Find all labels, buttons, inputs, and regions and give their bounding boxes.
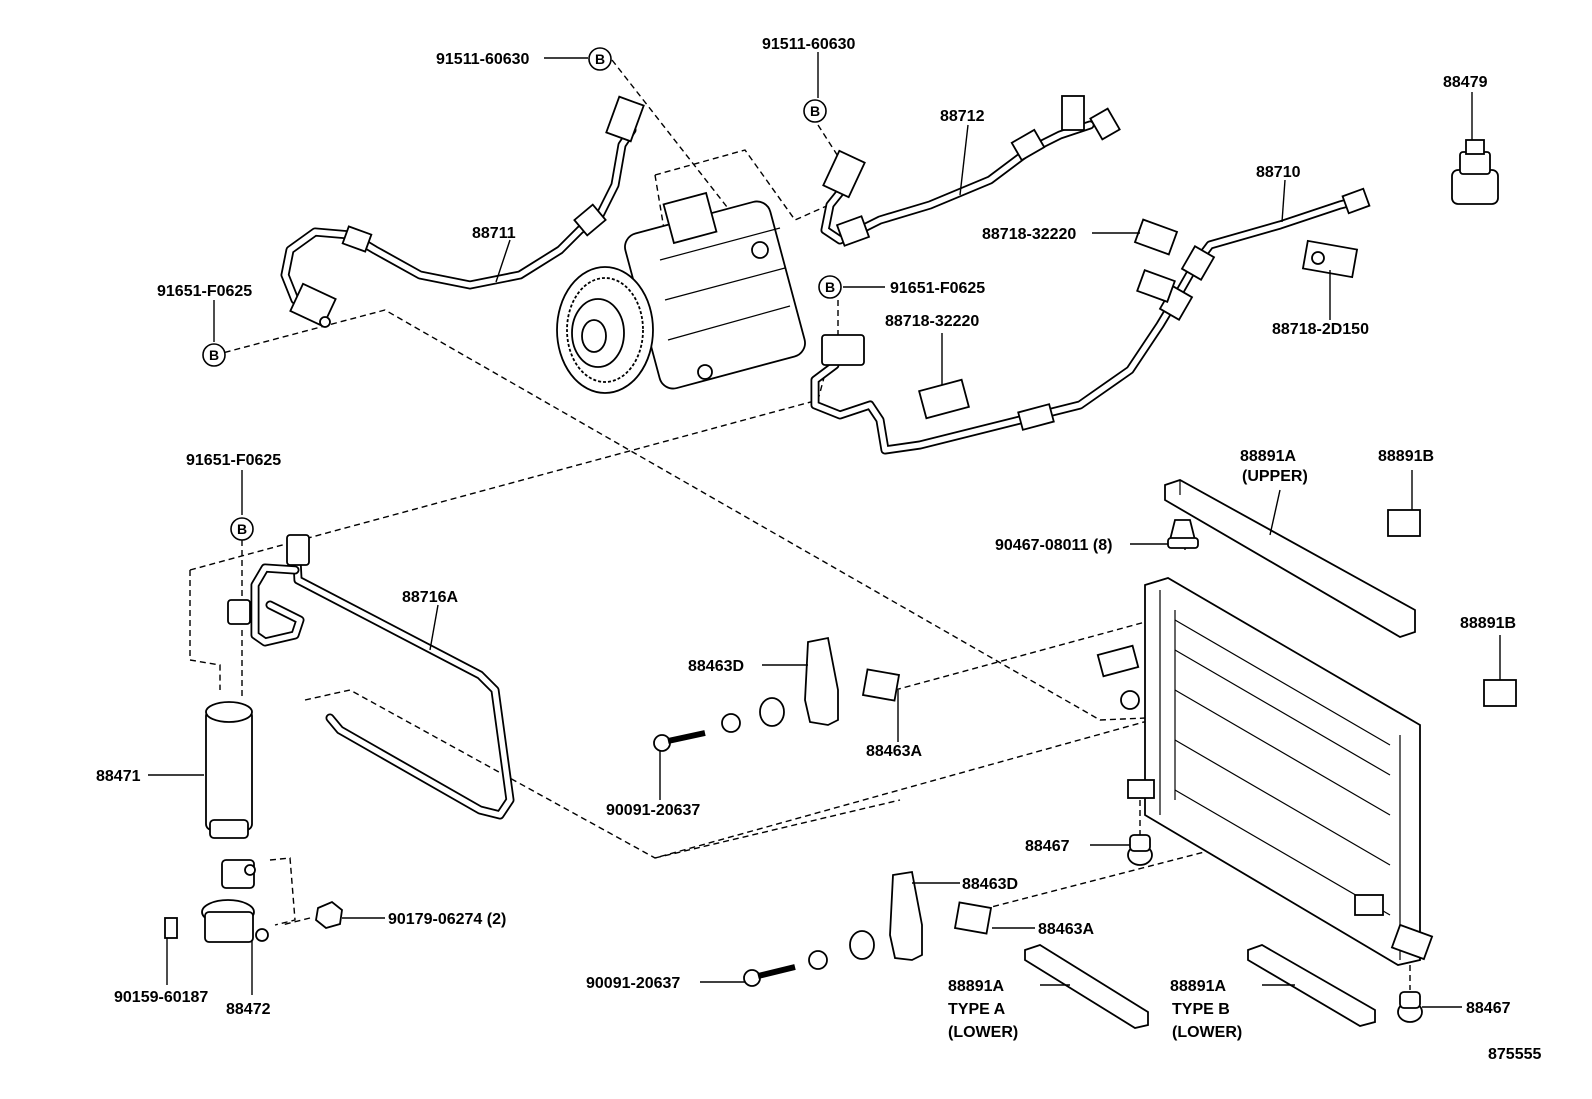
clamp-88718-upper	[1133, 218, 1179, 303]
seal-upper-88891a	[1164, 479, 1416, 638]
label-88471: 88471	[96, 768, 141, 785]
label-88891b-1: 88891B	[1378, 448, 1434, 465]
discharge-hose-88711	[280, 95, 645, 328]
svg-text:B: B	[237, 521, 247, 537]
svg-text:B: B	[595, 51, 605, 67]
label-88467-a: 88467	[1025, 838, 1070, 855]
label-type-a: TYPE A	[948, 1001, 1006, 1018]
clamp-88718-2d150	[1301, 239, 1359, 279]
label-91651-f0625-a: 91651-F0625	[157, 283, 252, 300]
dryer-bracket-88472	[164, 859, 343, 943]
bracket-88463a-upper	[861, 668, 901, 702]
clip-90467	[1167, 519, 1199, 549]
label-91511-60630-b: 91511-60630	[762, 36, 856, 53]
cushion-88467-2	[1397, 991, 1423, 1023]
diagram-number: 875555	[1488, 1046, 1541, 1063]
label-91651-f0625-b: 91651-F0625	[890, 280, 985, 297]
label-88718-32220-a: 88718-32220	[982, 226, 1076, 243]
badge-b-5: B	[230, 517, 254, 541]
cushion-88467-1	[1127, 834, 1153, 866]
receiver-dryer-88471	[205, 701, 253, 839]
label-88718-32220-b: 88718-32220	[885, 313, 979, 330]
label-type-a-lower: (LOWER)	[948, 1024, 1018, 1041]
bracket-88463d-lower	[889, 870, 923, 961]
label-88710: 88710	[1256, 164, 1301, 181]
bolt-90091-lower	[743, 930, 875, 987]
condenser-pipe-88716a	[227, 534, 515, 820]
label-88718-2d150: 88718-2D150	[1272, 321, 1369, 338]
label-88463a-b: 88463A	[1038, 921, 1094, 938]
label-88891a-type-b: 88891A	[1170, 978, 1226, 995]
liquid-pipe-88710	[810, 187, 1371, 455]
label-90159-60187: 90159-60187	[114, 989, 208, 1006]
label-88891a-type-a: 88891A	[948, 978, 1004, 995]
label-upper-note: (UPPER)	[1242, 468, 1308, 485]
label-88711: 88711	[472, 225, 516, 242]
seal-lower-type-b	[1247, 944, 1376, 1027]
badge-b-1: B	[588, 47, 612, 71]
badge-b-3: B	[202, 343, 226, 367]
label-88891b-2: 88891B	[1460, 615, 1516, 632]
svg-text:B: B	[209, 347, 219, 363]
part-labels: 91511-60630 91511-60630 88711 88712 8847…	[96, 36, 1541, 1063]
badge-b-2: B	[803, 99, 827, 123]
label-88463d-a: 88463D	[688, 658, 744, 675]
condenser	[1096, 577, 1434, 966]
svg-text:B: B	[810, 103, 820, 119]
suction-pipe-88712	[820, 95, 1121, 247]
label-90091-20637-a: 90091-20637	[606, 802, 700, 819]
label-91511-60630-a: 91511-60630	[436, 51, 530, 68]
label-90467-08011: 90467-08011 (8)	[995, 537, 1112, 554]
seal-lower-type-a	[1024, 944, 1149, 1029]
svg-text:B: B	[825, 279, 835, 295]
label-90091-20637-b: 90091-20637	[586, 975, 680, 992]
bolt-90091-upper	[653, 697, 785, 752]
label-88463d-b: 88463D	[962, 876, 1018, 893]
label-88467-b: 88467	[1466, 1000, 1511, 1017]
label-type-b: TYPE B	[1172, 1001, 1230, 1018]
seal-88891b-2	[1483, 679, 1517, 707]
label-88712: 88712	[940, 108, 985, 125]
badge-b-4: B	[818, 275, 842, 299]
bracket-88463a-lower	[953, 901, 993, 935]
label-88479: 88479	[1443, 74, 1488, 91]
label-type-b-lower: (LOWER)	[1172, 1024, 1242, 1041]
label-88472: 88472	[226, 1001, 271, 1018]
clamp-88718-lower	[918, 378, 970, 420]
label-90179-06274: 90179-06274 (2)	[388, 911, 506, 928]
label-91651-f0625-c: 91651-F0625	[186, 452, 281, 469]
bracket-88463d-upper	[804, 636, 839, 726]
label-88463a-a: 88463A	[866, 743, 922, 760]
leader-lines	[148, 52, 1501, 1008]
label-88716a: 88716A	[402, 589, 458, 606]
label-88891a-upper: 88891A	[1240, 448, 1296, 465]
seal-88891b-1	[1387, 509, 1421, 537]
compressor	[556, 191, 806, 394]
pressure-switch-88479	[1451, 139, 1499, 205]
